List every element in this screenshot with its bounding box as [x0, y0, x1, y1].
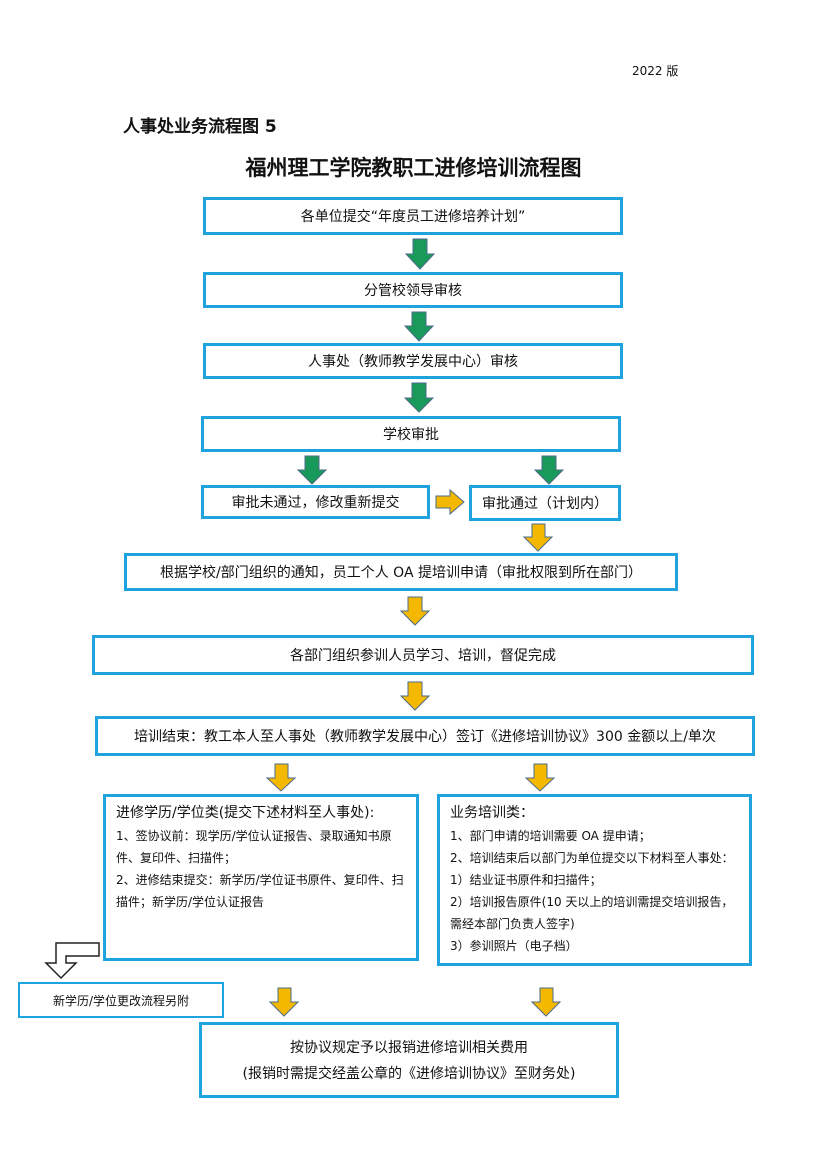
step-label: 学校审批 — [383, 427, 439, 443]
step-leader-review: 分管校领导审核 — [203, 272, 623, 308]
right-arrow-icon — [435, 488, 465, 516]
business-box-item: 1）结业证书原件和扫描件； — [450, 873, 602, 887]
degree-box-item: 1、签协议前：现学历/学位认证报告、录取通知书原件、复印件、扫描件； — [116, 829, 392, 865]
reimburse-line-1: 按协议规定予以报销进修培训相关费用 — [290, 1040, 528, 1056]
yellow-arrow-icon — [399, 681, 431, 711]
step-reimburse: 按协议规定予以报销进修培训相关费用 (报销时需提交经盖公章的《进修培训协议》至财… — [199, 1022, 619, 1098]
business-box-item: 1、部门申请的培训需要 OA 提申请； — [450, 829, 651, 843]
degree-box-item: 2、进修结束提交：新学历/学位证书原件、复印件、扫描件；新学历/学位认证报告 — [116, 873, 404, 909]
business-box-item: 2、培训结束后以部门为单位提交以下材料至人事处： — [450, 851, 734, 865]
green-arrow-icon — [296, 455, 328, 485]
green-arrow-icon — [403, 382, 435, 413]
step-label: 分管校领导审核 — [364, 283, 462, 299]
section-title: 人事处业务流程图 5 — [123, 117, 277, 137]
degree-change-note: 新学历/学位更改流程另附 — [18, 982, 224, 1018]
step-label: 各单位提交“年度员工进修培养计划” — [300, 209, 526, 225]
yellow-arrow-icon — [265, 763, 297, 792]
step-label: 各部门组织参训人员学习、培训，督促完成 — [290, 648, 556, 664]
business-training-box: 业务培训类： 1、部门申请的培训需要 OA 提申请； 2、培训结束后以部门为单位… — [437, 794, 752, 966]
green-arrow-icon — [533, 455, 565, 485]
step-label: 审批未通过，修改重新提交 — [231, 495, 400, 511]
step-school-approve: 学校审批 — [201, 416, 621, 452]
step-hr-review: 人事处（教师教学发展中心）审核 — [203, 343, 623, 379]
reimburse-line-2: (报销时需提交经盖公章的《进修培训协议》至财务处) — [242, 1066, 576, 1082]
degree-materials-box: 进修学历/学位类(提交下述材料至人事处): 1、签协议前：现学历/学位认证报告、… — [103, 794, 419, 961]
business-box-heading: 业务培训类： — [450, 805, 534, 821]
green-arrow-icon — [403, 311, 435, 342]
green-arrow-icon — [404, 238, 436, 270]
page-title: 福州理工学院教职工进修培训流程图 — [245, 156, 582, 180]
yellow-arrow-icon — [268, 987, 300, 1017]
step-label: 审批通过（计划内） — [482, 496, 608, 512]
note-label: 新学历/学位更改流程另附 — [52, 993, 190, 1008]
yellow-arrow-icon — [530, 987, 562, 1017]
degree-box-heading: 进修学历/学位类(提交下述材料至人事处): — [116, 805, 375, 821]
step-oa-apply: 根据学校/部门组织的通知，员工个人 OA 提培训申请（审批权限到所在部门） — [124, 553, 678, 591]
step-dept-organize: 各部门组织参训人员学习、培训，督促完成 — [92, 635, 754, 675]
step-submit-plan: 各单位提交“年度员工进修培养计划” — [203, 197, 623, 235]
step-label: 培训结束：教工本人至人事处（教师教学发展中心）签订《进修培训协议》300 金额以… — [134, 729, 716, 745]
yellow-arrow-icon — [524, 763, 556, 792]
version-label: 2022 版 — [632, 64, 679, 78]
step-approved: 审批通过（计划内） — [469, 485, 621, 521]
step-sign-agreement: 培训结束：教工本人至人事处（教师教学发展中心）签订《进修培训协议》300 金额以… — [95, 716, 755, 756]
step-label: 根据学校/部门组织的通知，员工个人 OA 提培训申请（审批权限到所在部门） — [160, 565, 642, 581]
step-rejected: 审批未通过，修改重新提交 — [201, 485, 430, 519]
business-box-item: 3）参训照片（电子档） — [450, 939, 578, 953]
yellow-arrow-icon — [399, 596, 431, 626]
yellow-arrow-icon — [522, 523, 554, 552]
bent-arrow-icon — [44, 942, 100, 980]
business-box-item: 2）培训报告原件(10 天以上的培训需提交培训报告，需经本部门负责人签字) — [450, 895, 734, 931]
step-label: 人事处（教师教学发展中心）审核 — [308, 354, 518, 370]
